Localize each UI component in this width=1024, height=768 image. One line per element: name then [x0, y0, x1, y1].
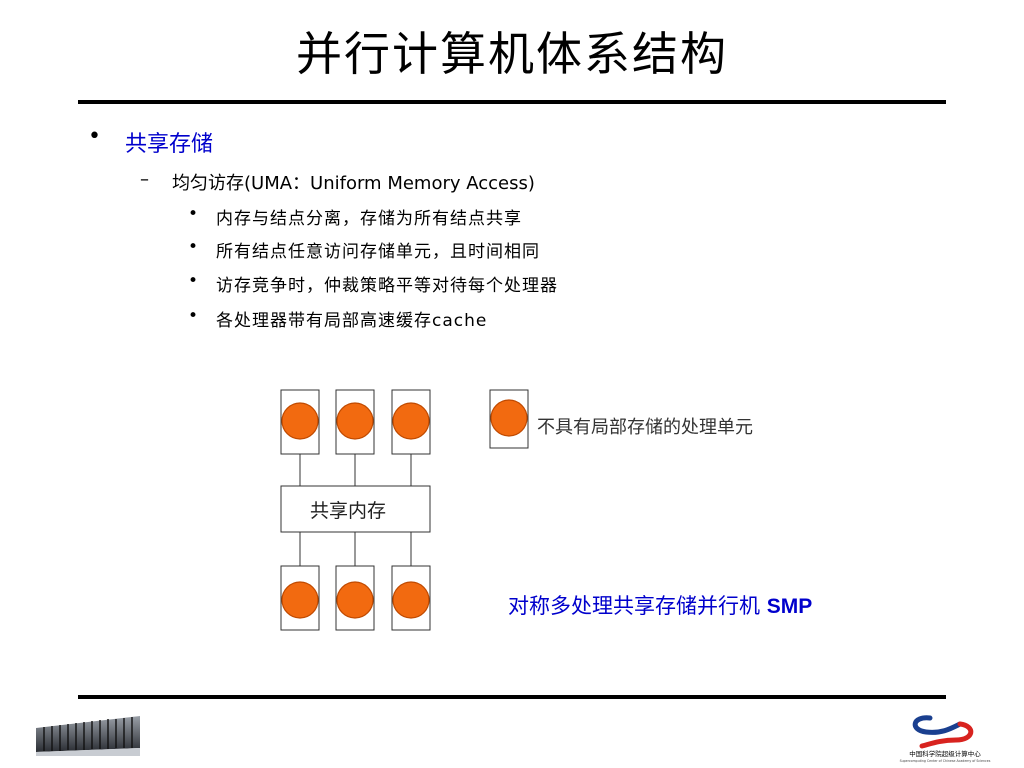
processor-icon: [490, 399, 528, 437]
bullet-icon: •: [188, 204, 200, 224]
processor-icon: [392, 402, 430, 440]
processor-node-top-1: [280, 389, 320, 455]
diagram-caption: 对称多处理共享存储并行机 SMP: [508, 590, 812, 620]
bullet-level3-text: 所有结点任意访问存储单元，且时间相同: [216, 242, 540, 262]
processor-node-bottom-2: [335, 565, 375, 631]
processor-icon: [281, 402, 319, 440]
bullet-level3-text: 内存与结点分离，存储为所有结点共享: [216, 209, 522, 229]
bullet-icon: •: [188, 306, 200, 326]
processor-node-top-3: [391, 389, 431, 455]
processor-node-top-2: [335, 389, 375, 455]
processor-icon: [281, 581, 319, 619]
sccas-logo: 中国科学院超级计算中心 Supercomputing Center of Chi…: [890, 712, 1000, 768]
bottom-rule: [78, 695, 946, 699]
sccas-logo-icon: 中国科学院超级计算中心 Supercomputing Center of Chi…: [900, 715, 991, 763]
top-rule: [78, 100, 946, 104]
processor-node-bottom-1: [280, 565, 320, 631]
dash-icon: –: [140, 169, 149, 190]
server-rack-image: [36, 716, 140, 756]
processor-node-bottom-3: [391, 565, 431, 631]
logo-text-cn: 中国科学院超级计算中心: [909, 749, 981, 758]
bullet-icon: •: [188, 237, 200, 257]
legend-processor-node: [489, 389, 529, 449]
bullet-level3-text: 各处理器带有局部高速缓存cache: [216, 311, 488, 331]
legend-label: 不具有局部存储的处理单元: [537, 417, 753, 438]
logo-text-en: Supercomputing Center of Chinese Academy…: [900, 759, 991, 763]
caption-bold: SMP: [766, 595, 813, 618]
shared-memory-label: 共享内存: [310, 500, 386, 522]
processor-icon: [336, 581, 374, 619]
processor-icon: [392, 581, 430, 619]
bullet-level2-text: 均匀访存(UMA：Uniform Memory Access): [172, 173, 535, 194]
bullet-level3-text: 访存竞争时，仲裁策略平等对待每个处理器: [216, 276, 558, 296]
bullet-icon: •: [88, 124, 101, 149]
bullet-icon: •: [188, 271, 200, 291]
slide-title: 并行计算机体系结构: [296, 27, 728, 81]
bullet-level1-text: 共享存储: [125, 132, 214, 157]
shared-memory-box: [280, 485, 431, 533]
caption-text: 对称多处理共享存储并行机: [508, 594, 767, 618]
processor-icon: [336, 402, 374, 440]
